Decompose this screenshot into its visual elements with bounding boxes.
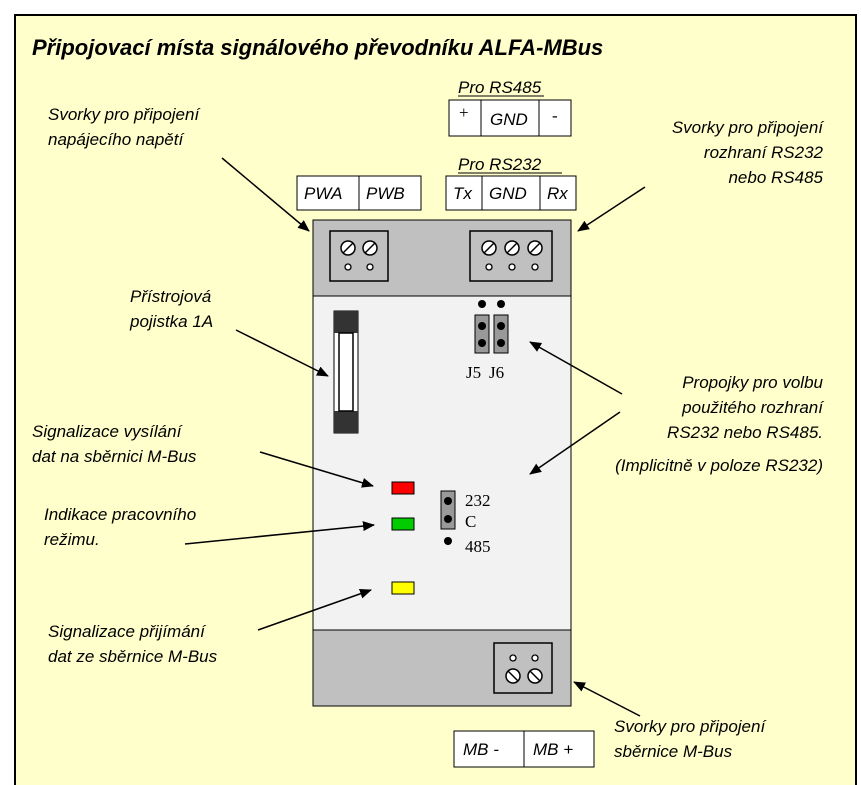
led-red (391, 481, 415, 495)
jumpers-j5-j6 (474, 300, 509, 354)
rs485-pin-plus: + (459, 103, 469, 122)
label-jumpers-default: (Implicitně v poloze RS232) (615, 456, 823, 475)
label-power-terminals-1: Svorky pro připojení (48, 105, 201, 124)
fuse-icon (333, 310, 359, 434)
rs232-pin-gnd: GND (489, 184, 527, 203)
power-terminal-screws (329, 230, 389, 282)
mode-jumper-232: 232 (465, 491, 491, 510)
arrow-mode-led (184, 521, 375, 545)
arrow-rx-led (257, 588, 372, 631)
diagram-title: Připojovací místa signálového převodníku… (32, 35, 603, 60)
mbus-terminal-screws (493, 642, 553, 694)
rs485-header: Pro RS485 (458, 78, 542, 97)
bottom-terminal-block (312, 629, 572, 707)
led-yellow (391, 581, 415, 595)
rs485-pin-boxes (448, 99, 572, 137)
mode-jumper-485: 485 (465, 537, 491, 556)
label-jumpers-3: RS232 nebo RS485. (667, 423, 823, 442)
label-fuse-1: Přístrojová (130, 287, 211, 306)
arrow-mode-jumper (529, 411, 621, 475)
rs485-pin-gnd: GND (490, 110, 528, 129)
arrow-fuse (235, 329, 329, 377)
label-mbus-terminals-1: Svorky pro připojení (614, 717, 767, 736)
rs-terminal-screws (469, 230, 553, 282)
label-power-terminals-2: napájecího napětí (48, 130, 185, 149)
arrow-rs-terminals (577, 186, 646, 232)
label-tx-signal-2: dat na sběrnici M-Bus (32, 447, 197, 466)
label-fuse-2: pojistka 1A (129, 312, 213, 331)
label-rx-signal-1: Signalizace přijímání (48, 622, 207, 641)
label-rx-signal-2: dat ze sběrnice M-Bus (48, 647, 218, 666)
rs232-pin-rx: Rx (547, 184, 568, 203)
label-rs-terminals-3: nebo RS485 (728, 168, 823, 187)
top-terminal-block (312, 219, 572, 297)
mbus-pin-minus: MB - (463, 740, 499, 759)
label-jumpers-1: Propojky pro volbu (682, 373, 823, 392)
label-jumpers-2: použitého rozhraní (681, 398, 825, 417)
led-green (391, 517, 415, 531)
label-tx-signal-1: Signalizace vysílání (32, 422, 184, 441)
jumper-j5-label: J5 (466, 363, 481, 382)
label-mbus-terminals-2: sběrnice M-Bus (614, 742, 733, 761)
rs485-pin-minus: - (552, 106, 558, 125)
arrow-mbus-terminals (573, 681, 641, 717)
mbus-pin-boxes (453, 730, 595, 768)
rs232-pin-boxes (445, 175, 577, 211)
label-mode-indication-1: Indikace pracovního (44, 505, 196, 524)
rs232-pin-tx: Tx (453, 184, 472, 203)
rs232-header: Pro RS232 (458, 155, 542, 174)
power-pin-boxes (296, 175, 422, 211)
power-pin-pwb: PWB (366, 184, 405, 203)
power-pin-pwa: PWA (304, 184, 342, 203)
jumper-j6-label: J6 (489, 363, 504, 382)
mbus-pin-plus: MB + (533, 740, 573, 759)
label-rs-terminals-2: rozhraní RS232 (704, 143, 824, 162)
arrow-jumpers (529, 341, 623, 395)
mode-jumper-c: C (465, 512, 476, 531)
arrow-tx-led (259, 451, 374, 488)
mode-jumper (440, 490, 456, 545)
label-rs-terminals-1: Svorky pro připojení (672, 118, 825, 137)
label-mode-indication-2: režimu. (44, 530, 100, 549)
arrow-power-terminals (221, 157, 310, 232)
leader-arrows (184, 157, 646, 717)
